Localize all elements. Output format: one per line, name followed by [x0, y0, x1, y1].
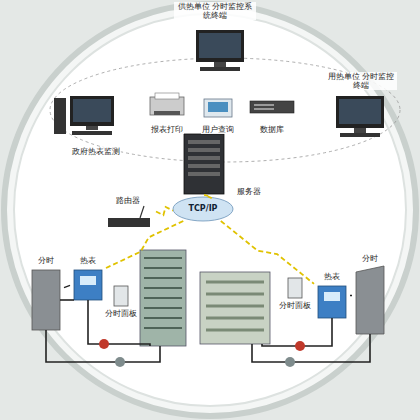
device-node: 分时面板 [102, 284, 140, 318]
server-icon [184, 134, 224, 194]
device-node: 政府热表监测 [48, 92, 144, 156]
wireless-link [106, 221, 183, 268]
device-node: 热表 [314, 272, 350, 320]
node-label: 分时 [37, 256, 55, 265]
meter-icon [74, 270, 102, 300]
cabinet-icon [32, 270, 60, 330]
device-node: 分时 [352, 254, 388, 336]
valve-icon [99, 339, 109, 349]
meter-display [324, 292, 340, 301]
valve-icon [285, 357, 295, 367]
cabinet-icon [356, 266, 384, 334]
node-label: 路由器 [115, 196, 141, 205]
node-label: 分时 [361, 254, 379, 263]
terminal-icon [204, 99, 232, 117]
valve-icon [295, 341, 305, 351]
device-node: 服务器 [180, 132, 262, 196]
device-node: 数据库 [244, 96, 300, 134]
meter-display [80, 276, 96, 285]
device-node: 供热单位 分时监控系统终端 [160, 2, 270, 76]
device-node: 用户查询 [194, 96, 242, 134]
pipe-lines [46, 300, 160, 362]
wire-link [350, 295, 352, 296]
node-label: 热表 [79, 256, 97, 265]
router-icon [108, 206, 150, 227]
wireless-link [204, 195, 211, 198]
building-icon [200, 272, 270, 344]
computer-icon [196, 30, 244, 71]
inner-ring [14, 14, 406, 406]
node-label: 用户查询 [201, 125, 235, 134]
device-node: 分时面板 [276, 264, 314, 310]
valve-icon [115, 357, 125, 367]
wireless-link [156, 207, 173, 215]
device-node: 分时 [28, 256, 64, 332]
device-node: TCP/IP [173, 197, 233, 221]
node-label: 数据库 [259, 125, 285, 134]
wire-link [64, 285, 70, 287]
node-label: 用热单位 分时监控终端 [325, 72, 397, 90]
computer-icon [54, 96, 114, 135]
node-label: 服务器 [236, 187, 262, 196]
node-label: 热表 [323, 272, 341, 281]
device-node: 路由器 [100, 196, 156, 230]
storage-icon [250, 101, 294, 113]
node-label: 供热单位 分时监控系统终端 [174, 2, 256, 20]
panel-icon [288, 278, 302, 298]
panel-icon [114, 286, 128, 306]
meter-icon [318, 286, 346, 318]
network-ring [50, 58, 400, 162]
wireless-link [221, 221, 314, 284]
node-label: 政府热表监测 [71, 147, 121, 156]
outer-ring [4, 4, 416, 416]
building-icon [140, 250, 186, 346]
device-node: 用热单位 分时监控终端 [318, 72, 404, 140]
computer-icon [336, 96, 384, 137]
node-label: 分时面板 [104, 309, 138, 318]
device-node: 报表打印 [144, 90, 190, 134]
cloud-shape [173, 197, 233, 221]
node-label: 报表打印 [150, 125, 184, 134]
node-label: TCP/IP [188, 204, 219, 213]
printer-icon [150, 93, 184, 115]
device-node: 热表 [70, 256, 106, 302]
node-label: 分时面板 [278, 301, 312, 310]
pipe-lines [252, 318, 370, 362]
